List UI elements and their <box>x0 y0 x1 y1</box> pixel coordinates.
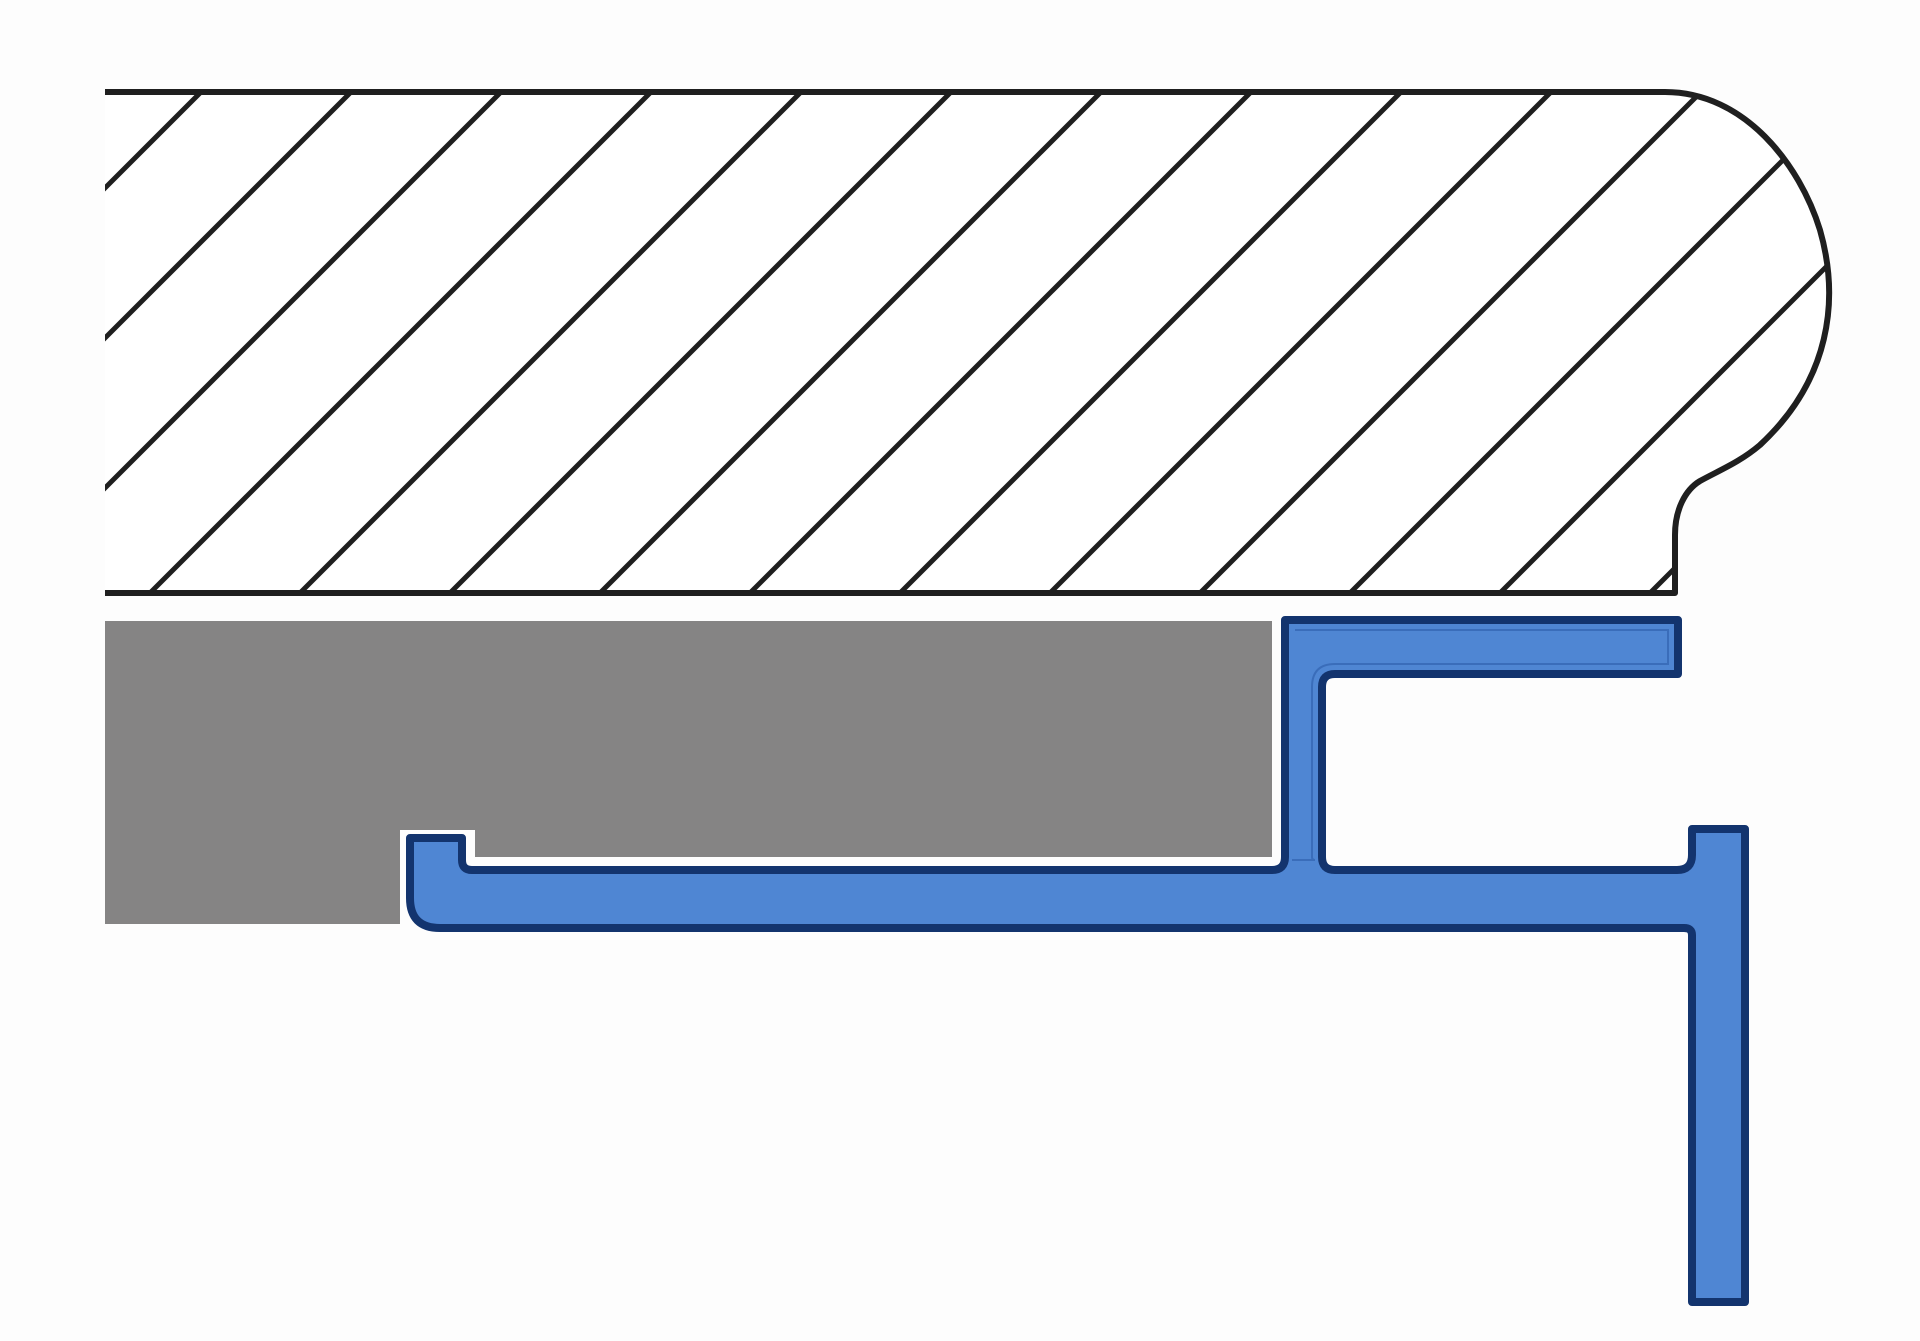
profile-body <box>406 616 1749 1306</box>
hatch-line <box>105 92 203 593</box>
hatch-line <box>448 92 953 593</box>
hatch-line <box>1348 92 1830 593</box>
hatch-line <box>105 92 353 593</box>
hatch-line <box>598 92 1103 593</box>
hatch-line <box>148 92 653 593</box>
grey-substrate <box>105 621 1272 924</box>
slab-fill <box>105 92 1830 593</box>
hatched-slab <box>105 89 1833 596</box>
hatch-line <box>1498 92 1830 593</box>
blue-trim-profile <box>406 616 1749 1306</box>
substrate-block <box>105 621 1272 924</box>
hatch-line <box>1198 92 1703 593</box>
hatch-line <box>298 92 803 593</box>
slab-outline <box>105 89 1833 596</box>
hatch-line <box>1048 92 1553 593</box>
hatch-line <box>748 92 1253 593</box>
hatch-line <box>105 92 503 593</box>
hatch-line <box>898 92 1403 593</box>
profile-inner-line <box>1292 629 1669 861</box>
